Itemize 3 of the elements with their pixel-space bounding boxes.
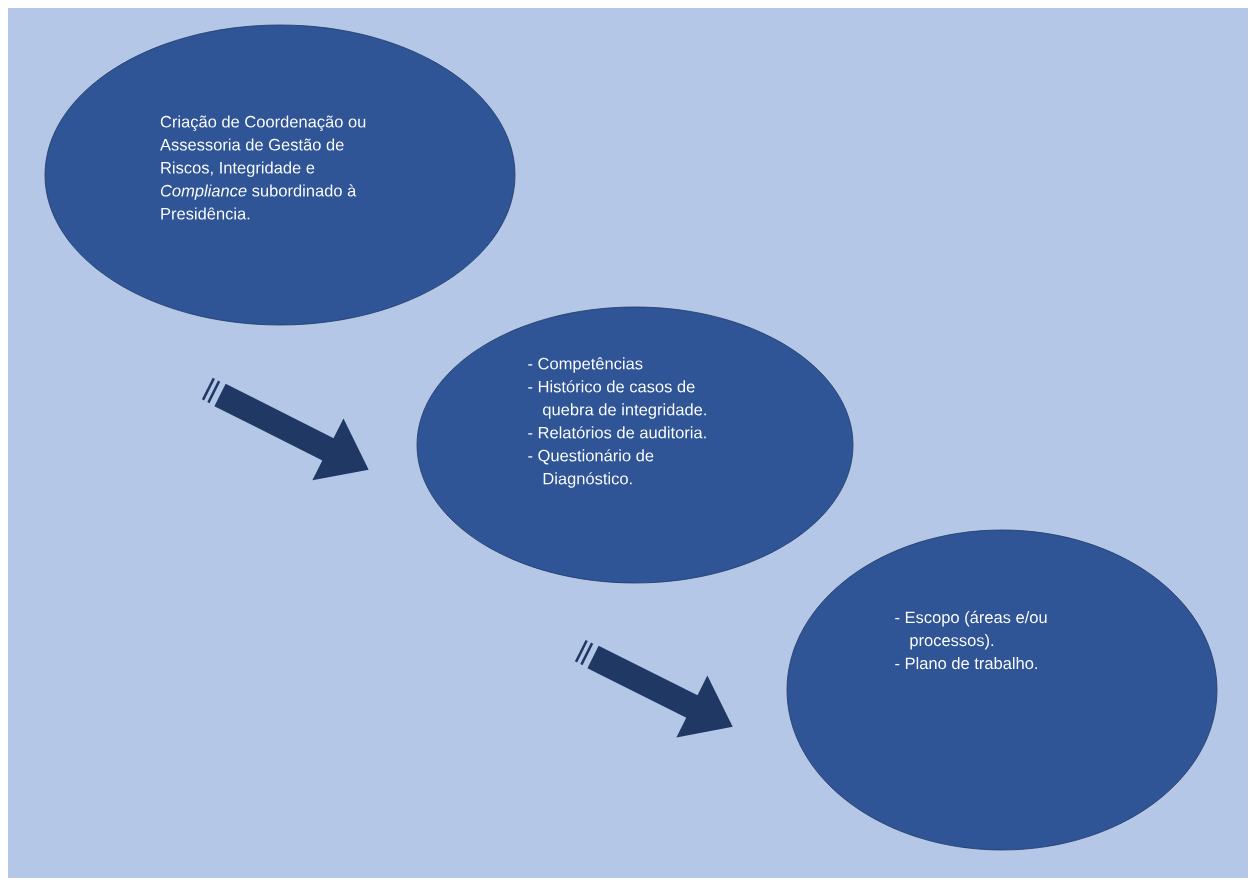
ellipse-node: - Escopo (áreas e/ou processos). - Plano de trabalho. bbox=[786, 529, 1218, 851]
ellipse-node: Criação de Coordenação ou Assessoria de Gestão de Riscos, Integridade e Compliance subordinado à Presidência. bbox=[44, 24, 516, 326]
ellipse-node: - Competências - Histórico de casos de quebra de integridade. - Relatórios de auditoria. - Questionário de Diagnóstico. bbox=[416, 306, 854, 584]
